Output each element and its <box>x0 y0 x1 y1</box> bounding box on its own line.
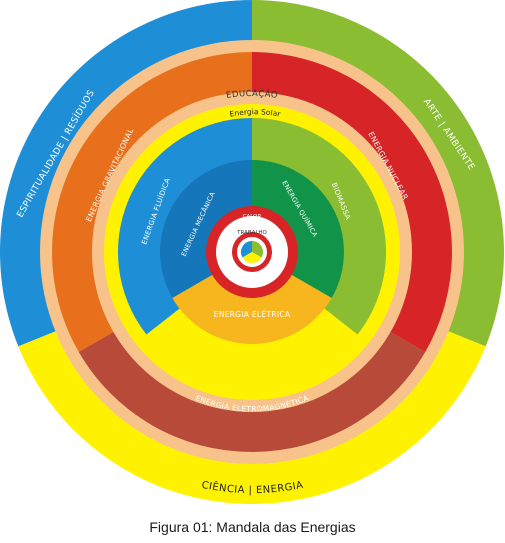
figure-caption: Figura 01: Mandala das Energias <box>149 519 356 535</box>
label-eletrica: ENERGIA ELÉTRICA <box>214 310 291 319</box>
core-blue-slice <box>240 240 252 258</box>
energy-mandala: ESPIRITUALIDADE | RESÍDUOS ARTE | AMBIEN… <box>0 0 504 504</box>
label-solar: Energia Solar <box>229 107 282 119</box>
label-trabalho: TRABALHO <box>236 230 267 236</box>
core-green-slice <box>252 241 264 258</box>
label-ciencia: CIÊNCIA | ENERGIA <box>201 480 305 496</box>
core-yellow-slice <box>242 252 262 264</box>
label-calor: CALOR <box>243 214 262 220</box>
